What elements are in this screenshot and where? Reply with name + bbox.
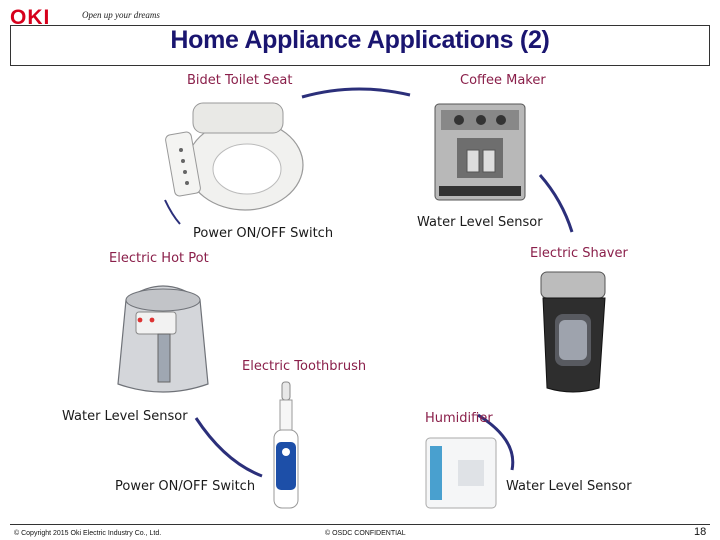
header-rule-left [10, 25, 11, 65]
header-rule-bottom [10, 65, 710, 66]
page-title: Home Appliance Applications (2) [170, 26, 550, 54]
electric-toothbrush-image [273, 381, 299, 509]
header-rule-right [709, 25, 710, 65]
page-number: 18 [694, 526, 707, 538]
oki-logo: OKI [10, 6, 51, 29]
arc-top [301, 87, 411, 99]
label-electric-toothbrush: Electric Toothbrush [242, 359, 367, 374]
label-power-switch-bottom: Power ON/OFF Switch [115, 479, 256, 494]
tagline: Open up your dreams [82, 10, 160, 20]
footer-confidential: © OSDC CONFIDENTIAL [325, 530, 406, 537]
arc-right [538, 174, 574, 233]
footer-copyright: © Copyright 2015 Oki Electric Industry C… [14, 530, 162, 537]
label-humidifier: Humidifier [425, 411, 493, 426]
label-water-level-top: Water Level Sensor [417, 215, 543, 230]
label-power-switch-top: Power ON/OFF Switch [193, 226, 334, 241]
label-electric-shaver: Electric Shaver [530, 246, 628, 261]
arc-left-bottom [194, 417, 263, 478]
arc-upper-left [164, 199, 181, 225]
label-water-level-left: Water Level Sensor [62, 409, 188, 424]
label-coffee-maker: Coffee Maker [460, 73, 546, 88]
coffee-maker-image [434, 103, 526, 201]
label-water-level-bottom: Water Level Sensor [506, 479, 632, 494]
electric-hot-pot-image [117, 285, 209, 393]
bidet-toilet-seat-image [165, 102, 304, 211]
humidifier-image [425, 437, 497, 509]
footer-rule [10, 524, 710, 525]
label-electric-hot-pot: Electric Hot Pot [109, 251, 209, 266]
electric-shaver-image [540, 271, 606, 393]
arc-right-bottom [477, 413, 515, 471]
label-bidet-toilet-seat: Bidet Toilet Seat [187, 73, 293, 88]
header-rule-top [10, 25, 710, 26]
